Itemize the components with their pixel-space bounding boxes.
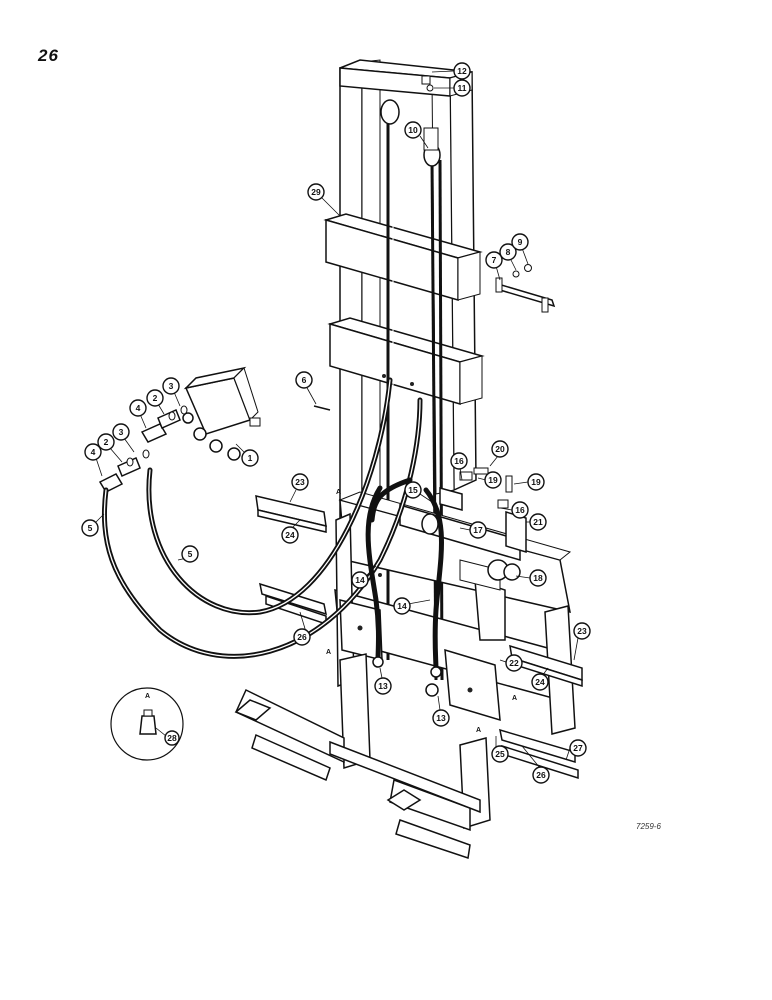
callout-label: 19 [488,475,498,485]
callout-label: 5 [188,549,193,559]
view-a-marker: A [336,489,341,496]
callout-label: 13 [436,713,446,723]
page-number: 26 [38,46,59,65]
callout-label: 3 [169,381,174,391]
callout-label: 13 [378,681,388,691]
callout-label: 8 [506,247,511,257]
callout-label: 26 [297,632,307,642]
view-a-marker: A [512,695,517,702]
callout-label: 25 [495,749,505,759]
callout-label: 5 [88,523,93,533]
mast-assembly [323,59,485,681]
drawing-code: 7259-6 [636,822,661,831]
callout-label: 28 [167,733,177,743]
view-a-label: A [145,693,150,700]
callout-label: 23 [295,477,305,487]
callout-label: 15 [408,485,418,495]
callout-label: 17 [473,525,483,535]
callout-label: 19 [531,477,541,487]
callout-label: 23 [577,626,587,636]
callout-label: 11 [458,83,467,93]
callout-label: 22 [509,658,519,668]
view-a-marker: A [326,649,331,656]
callout-label: 14 [397,601,407,611]
callout-label: 10 [408,125,418,135]
callout-label: 26 [536,770,546,780]
view-a-inset: A 28 [110,687,184,761]
callout-label: 18 [533,573,543,583]
callout-label: 3 [119,427,124,437]
callout-label: 12 [457,66,467,76]
view-a-marker: A [476,727,481,734]
callout-label: 7 [492,255,497,265]
carriage-assembly [334,487,576,735]
hose-fittings [98,405,188,493]
callout-label: 16 [515,505,525,515]
callout-label: 4 [136,403,141,413]
callout-label: 20 [495,444,505,454]
callout-label: 9 [518,237,523,247]
callouts: 1 2 2 3 3 4 4 5 5 6 [81,62,591,784]
callout-label: 1 [248,453,253,463]
forks [234,653,491,859]
callout-label: 21 [533,517,543,527]
chain-anchor [495,264,556,313]
callout-label: 29 [311,187,321,197]
loose-hardware [313,75,513,509]
callout-label: 2 [153,393,158,403]
callout-label: 24 [285,530,295,540]
control-valve [182,366,261,461]
callout-label: 24 [535,677,545,687]
callout-label: 27 [573,743,583,753]
callout-label: 14 [355,575,365,585]
callout-label: 6 [302,375,307,385]
callout-label: 16 [454,456,464,466]
callout-label: 2 [104,437,109,447]
callout-label: 4 [91,447,96,457]
